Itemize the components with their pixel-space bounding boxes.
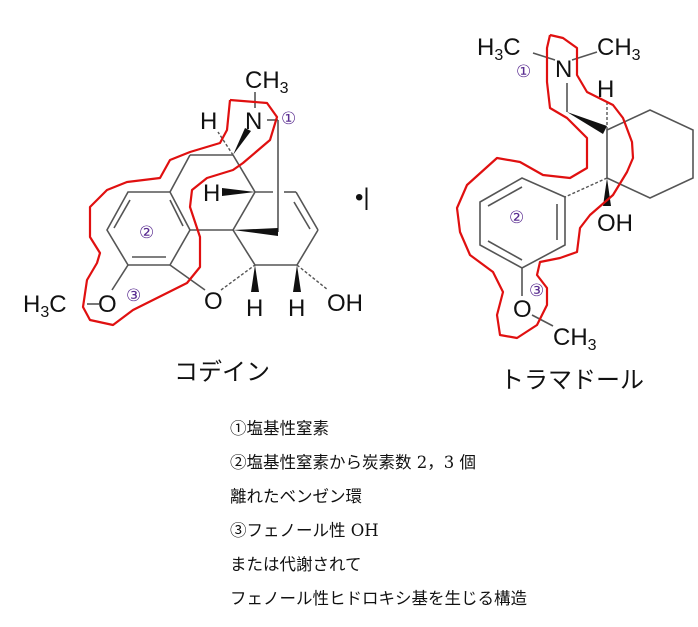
pharmacophore-notes: ①塩基性窒素 ②塩基性窒素から炭素数 2，3 個 離れたベンゼン環 ③フェノール…: [230, 416, 527, 620]
codeine-ch3-label: CH3: [245, 67, 289, 97]
tramadol-name: トラマドール: [500, 366, 644, 394]
note-line: または代謝されて: [230, 555, 362, 574]
tramadol-h-label: H: [597, 76, 614, 103]
codeine-oh-label: OH: [327, 290, 363, 317]
codeine-marker-3: ③: [126, 286, 141, 306]
codeine-methoxy-o-label: O: [98, 291, 117, 318]
tramadol-marker-1: ①: [516, 62, 531, 82]
codeine-n-label: N: [245, 108, 262, 135]
codeine-ring-o-label: O: [204, 288, 223, 315]
salt-mark: •|: [355, 184, 370, 211]
codeine-highlight-outline: [81, 98, 279, 327]
tramadol-h3c-label: H3C: [477, 34, 521, 64]
note-line: フェノール性ヒドロキシ基を生じる構造: [230, 589, 527, 608]
codeine-marker-1: ①: [281, 109, 296, 129]
codeine-marker-2: ②: [139, 223, 154, 243]
tramadol-oh-label: OH: [597, 210, 633, 237]
tramadol-bonds: [479, 51, 694, 327]
codeine-h-label: H: [288, 295, 305, 322]
tramadol-ch3-label: CH3: [597, 34, 641, 64]
codeine-h-label: H: [203, 180, 220, 207]
codeine-name: コデイン: [174, 358, 270, 386]
tramadol-o-label: O: [513, 296, 532, 323]
tramadol-highlight-outline: [455, 33, 635, 340]
tramadol-structure: H3C N CH3 ① H OH ② ③ O CH3 トラマドール: [455, 33, 694, 394]
note-line: ①塩基性窒素: [230, 419, 329, 438]
tramadol-n-label: N: [555, 56, 572, 83]
tramadol-och3-label: CH3: [553, 324, 597, 354]
note-line: ③フェノール性 OH: [230, 521, 379, 540]
codeine-h3c-label: H3C: [23, 291, 67, 321]
tramadol-marker-3: ③: [529, 281, 544, 301]
codeine-h-label: H: [246, 295, 263, 322]
note-line: ②塩基性窒素から炭素数 2，3 個: [230, 453, 476, 472]
note-line: 離れたベンゼン環: [230, 487, 362, 506]
codeine-bonds: [87, 92, 329, 305]
codeine-structure: CH3 N ① H H H H O OH H3C O ② ③ •| コデイン: [23, 67, 370, 386]
codeine-h-label: H: [200, 108, 217, 135]
tramadol-marker-2: ②: [509, 208, 524, 228]
